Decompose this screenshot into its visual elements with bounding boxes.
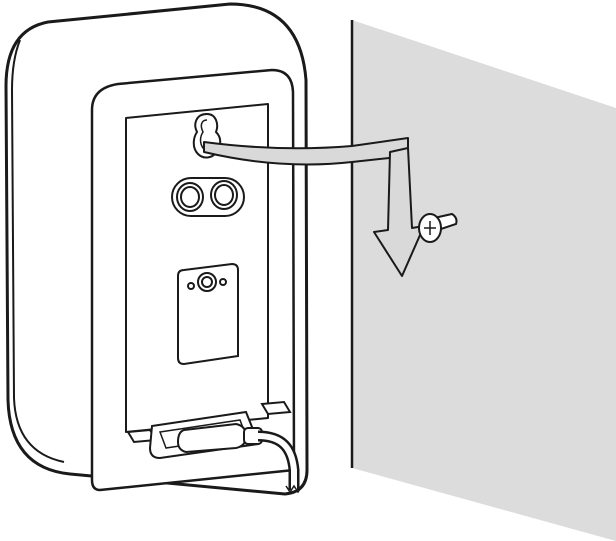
wall-panel: [352, 20, 616, 541]
label-plate-icon: [178, 264, 238, 364]
speaker-back-panel: [6, 4, 307, 494]
dual-port-icon: [172, 178, 244, 216]
wall-surface: [352, 20, 616, 541]
